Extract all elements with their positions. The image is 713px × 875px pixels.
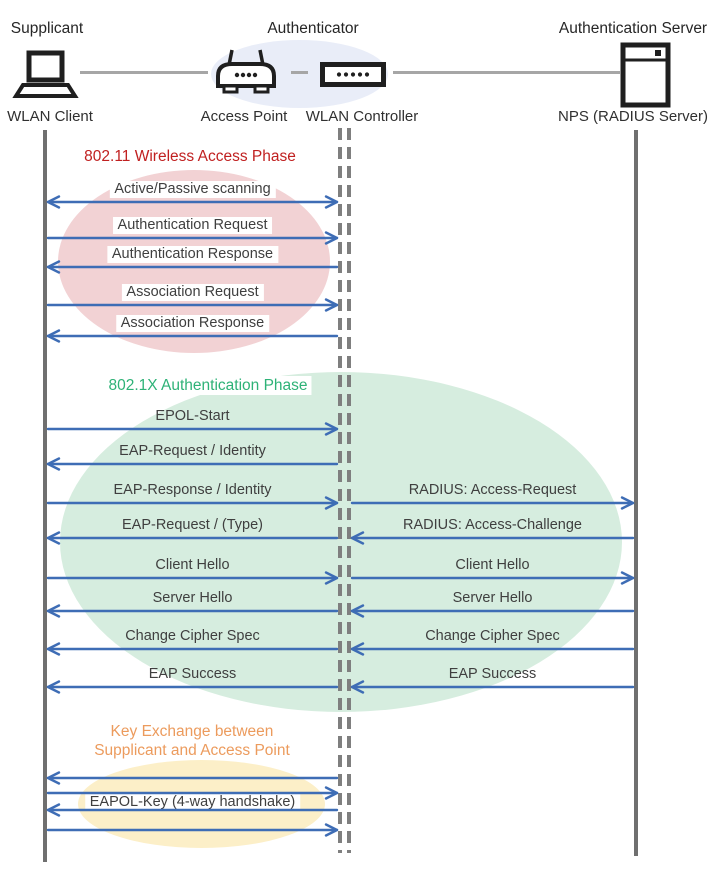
message-arrow xyxy=(46,329,339,343)
message-arrow xyxy=(46,803,339,817)
message-arrow xyxy=(46,680,339,694)
message-arrow xyxy=(46,260,339,274)
message-label: EAP-Request / Identity xyxy=(119,443,266,459)
lifeline-authenticator-right xyxy=(347,128,351,853)
message-label: Authentication Response xyxy=(106,246,279,263)
message-arrow xyxy=(350,571,635,585)
message-label: Server Hello xyxy=(152,590,233,606)
message-arrow xyxy=(46,771,339,785)
message-arrow xyxy=(46,195,339,209)
message-label: Change Cipher Spec xyxy=(425,628,560,644)
phase-title-key-exchange-line1: Key Exchange between xyxy=(110,723,274,740)
device-label-wlan-client: WLAN Client xyxy=(7,108,93,125)
message-arrow xyxy=(350,496,635,510)
message-arrow xyxy=(46,786,339,800)
message-arrow xyxy=(46,571,339,585)
lifeline-authenticator-left xyxy=(338,128,342,853)
device-label-wlan-controller: WLAN Controller xyxy=(305,108,419,125)
message-label: EAP Success xyxy=(148,666,237,682)
message-arrow xyxy=(46,823,339,837)
message-arrow xyxy=(46,422,339,436)
message-arrow xyxy=(46,457,339,471)
actor-role-authenticator: Authenticator xyxy=(267,20,359,37)
phase-title-key-exchange: Key Exchange between Supplicant and Acce… xyxy=(90,722,294,760)
network-controller-icon xyxy=(320,62,386,87)
message-arrow xyxy=(46,298,339,312)
phase-title-8021x: 802.1X Authentication Phase xyxy=(104,376,312,395)
phase-title-80211: 802.11 Wireless Access Phase xyxy=(80,147,300,166)
message-arrow xyxy=(46,496,339,510)
message-label: EAPOL-Key (4-way handshake) xyxy=(84,794,301,811)
device-label-nps-radius-server: NPS (RADIUS Server) xyxy=(557,108,709,125)
message-arrow xyxy=(350,604,635,618)
server-icon xyxy=(620,42,671,108)
phase-title-key-exchange-line2: Supplicant and Access Point xyxy=(94,742,290,759)
message-label: EAP-Response / Identity xyxy=(113,482,272,498)
message-label: Authentication Request xyxy=(112,217,273,234)
laptop-icon xyxy=(12,50,79,98)
actor-role-authentication-server: Authentication Server xyxy=(558,20,708,37)
message-arrow xyxy=(350,680,635,694)
message-arrow xyxy=(46,642,339,656)
message-label: Association Request xyxy=(121,284,264,301)
connector-controller-to-server xyxy=(393,71,620,74)
message-label: EAP Success xyxy=(448,666,537,682)
device-label-access-point: Access Point xyxy=(200,108,288,125)
message-label: Client Hello xyxy=(155,557,230,573)
message-label: EPOL-Start xyxy=(155,408,230,424)
wireless-access-point-icon xyxy=(216,49,276,94)
message-label: Active/Passive scanning xyxy=(109,181,276,198)
message-arrow xyxy=(350,642,635,656)
message-arrow xyxy=(46,231,339,245)
message-label: Client Hello xyxy=(455,557,530,573)
message-label: RADIUS: Access-Request xyxy=(408,482,577,498)
message-arrow xyxy=(46,531,339,545)
connector-client-to-ap xyxy=(80,71,208,74)
message-label: Change Cipher Spec xyxy=(125,628,260,644)
message-label: RADIUS: Access-Challenge xyxy=(403,517,582,533)
message-label: EAP-Request / (Type) xyxy=(121,517,264,533)
message-arrow xyxy=(46,604,339,618)
actor-role-supplicant: Supplicant xyxy=(10,20,84,37)
lifeline-wlan-client xyxy=(43,130,47,862)
message-arrow xyxy=(350,531,635,545)
message-label: Association Response xyxy=(115,315,270,332)
lifeline-radius-server xyxy=(634,130,638,856)
message-label: Server Hello xyxy=(452,590,533,606)
connector-ap-to-controller xyxy=(291,71,308,74)
